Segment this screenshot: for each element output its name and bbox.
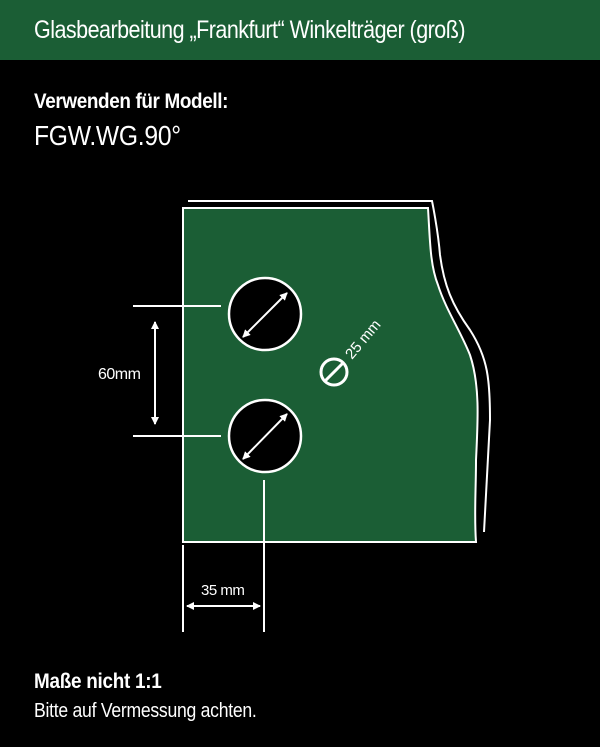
glass-back-outline — [188, 200, 492, 533]
top-hole-diameter-arrow — [242, 292, 288, 338]
note: Maße nicht 1:1 Bitte auf Vermessung acht… — [34, 670, 287, 723]
model-value: FGW.WG.90° — [34, 120, 181, 151]
note-text: Bitte auf Vermessung achten. — [34, 700, 257, 722]
model-info: Verwenden für Modell: FGW.WG.90° — [34, 90, 250, 152]
diameter-icon — [319, 357, 349, 387]
page-title: Glasbearbeitung „Frankfurt“ Winkelträger… — [34, 15, 466, 44]
note-title: Maße nicht 1:1 — [34, 670, 162, 693]
bottom-hole-diameter-arrow — [242, 413, 288, 460]
edge-distance-label: 35 mm — [201, 582, 244, 599]
model-label: Verwenden für Modell: — [34, 90, 229, 113]
glass-cutting-diagram: 25 mm 60mm 35 mm — [98, 200, 492, 632]
header-bar: Glasbearbeitung „Frankfurt“ Winkelträger… — [0, 0, 600, 60]
hole-spacing-label: 60mm — [98, 366, 141, 383]
